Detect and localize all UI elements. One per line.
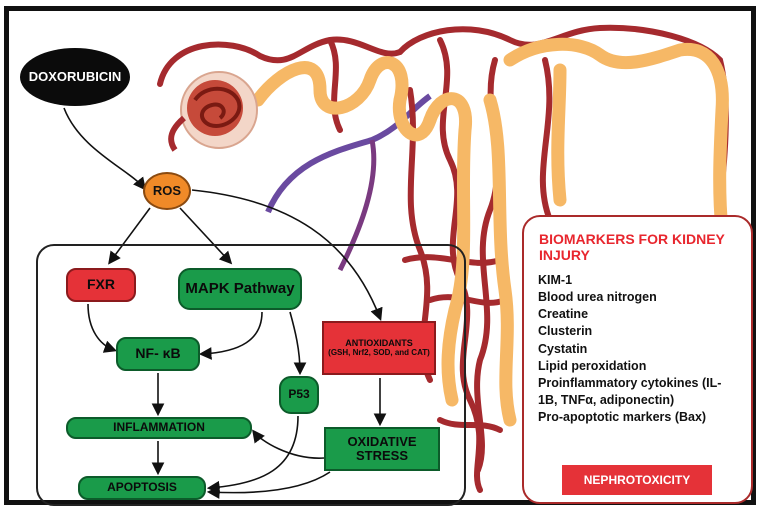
biomarker-item: Blood urea nitrogen	[538, 289, 738, 306]
biomarkers-title: BIOMARKERS FOR KIDNEY INJURY	[539, 231, 739, 263]
fxr-node: FXR	[66, 268, 136, 302]
glomerulus	[171, 72, 257, 150]
nephrotoxicity-label: NEPHROTOXICITY	[562, 465, 712, 495]
antioxidants-detail: (GSH, Nrf2, SOD, and CAT)	[328, 349, 430, 358]
arrow-doxo-ros	[64, 108, 144, 188]
p53-node: P53	[279, 376, 319, 414]
biomarker-item: Lipid peroxidation	[538, 358, 738, 375]
biomarker-item: Proinflammatory cytokines (IL-1B, TNFα, …	[538, 375, 738, 409]
biomarker-item: Pro-apoptotic markers (Bax)	[538, 409, 738, 426]
oxidative-stress-node: OXIDATIVE STRESS	[324, 427, 440, 471]
nfkb-node: NF- κB	[116, 337, 200, 371]
biomarker-item: Creatine	[538, 306, 738, 323]
doxorubicin-node: DOXORUBICIN	[20, 48, 130, 106]
mapk-pathway-node: MAPK Pathway	[178, 268, 302, 310]
biomarker-item: Cystatin	[538, 341, 738, 358]
apoptosis-node: APOPTOSIS	[78, 476, 206, 500]
inflammation-node: INFLAMMATION	[66, 417, 252, 439]
antioxidants-node: ANTIOXIDANTS (GSH, Nrf2, SOD, and CAT)	[322, 321, 436, 375]
biomarker-item: Clusterin	[538, 323, 738, 340]
ros-node: ROS	[143, 172, 191, 210]
biomarkers-list: KIM-1 Blood urea nitrogen Creatine Clust…	[538, 272, 738, 426]
biomarkers-panel: BIOMARKERS FOR KIDNEY INJURY KIM-1 Blood…	[522, 215, 753, 504]
biomarker-item: KIM-1	[538, 272, 738, 289]
